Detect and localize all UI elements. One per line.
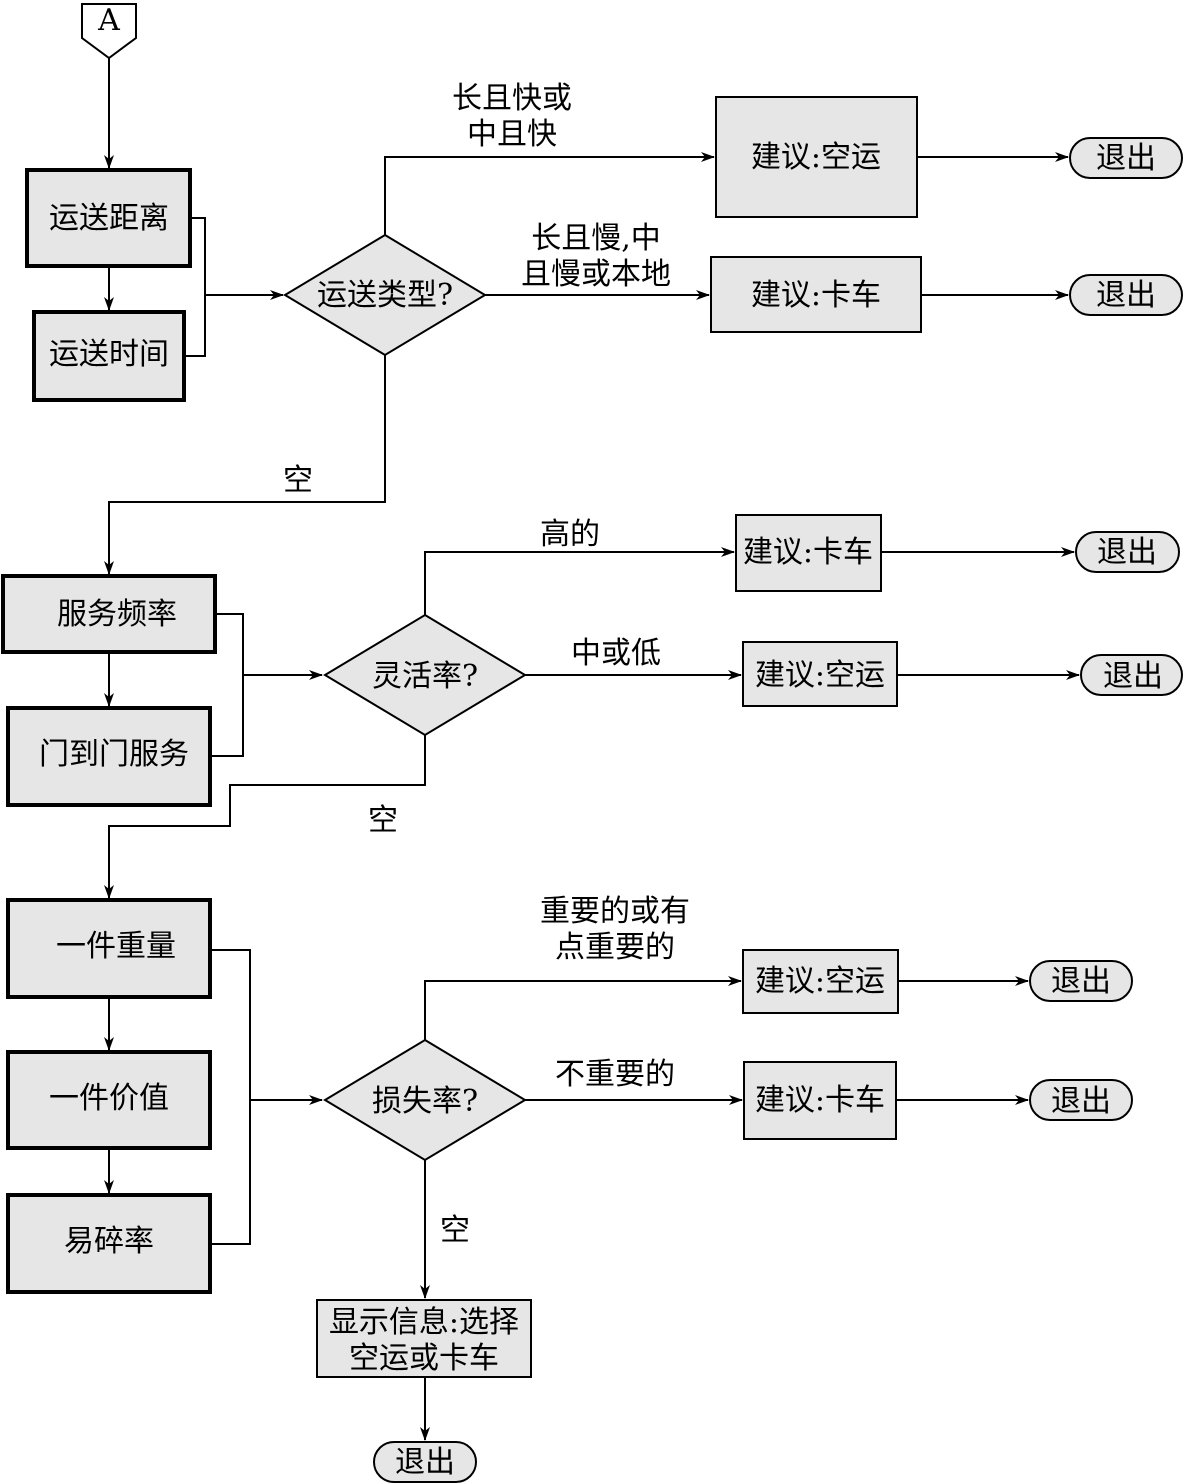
input-shipping-distance-label: 运送距离 (49, 201, 169, 236)
suggest3-airfreight (742, 949, 899, 1014)
final-message-line2: 空运或卡车 (349, 1341, 499, 1376)
branch1-top-label-line1: 长且快或 (452, 81, 572, 116)
input-shipping-distance (25, 168, 192, 268)
suggest3-truck (743, 1061, 897, 1140)
final-message-line1: 显示信息:选择 (329, 1305, 519, 1340)
input-fragility-label: 易碎率 (64, 1224, 154, 1259)
suggest3-airfreight-label: 建议:空运 (755, 964, 885, 999)
exit2-mid-label: 退出 (1103, 659, 1163, 694)
input-service-frequency-label: 服务频率 (57, 597, 177, 632)
suggest2-airfreight-label: 建议:空运 (755, 658, 885, 693)
exit1-mid (1069, 274, 1183, 316)
suggest3-truck-label: 建议:卡车 (755, 1083, 885, 1118)
branch2-top-line (424, 547, 735, 615)
input-piece-weight (6, 898, 212, 999)
branch2-empty-line (104, 735, 426, 899)
branch1-mid-label-line2: 且慢或本地 (521, 257, 671, 292)
branch1-empty-label: 空 (283, 463, 313, 498)
exit3-mid-label: 退出 (1051, 1084, 1111, 1119)
suggest2-truck-label: 建议:卡车 (743, 535, 873, 570)
final-message-box (316, 1299, 532, 1378)
branch3-mid-label: 不重要的 (555, 1057, 675, 1092)
input-shipping-time-label: 运送时间 (49, 337, 169, 372)
input-piece-value (6, 1050, 212, 1150)
exit1-top (1069, 137, 1183, 179)
exit-final (373, 1441, 477, 1483)
input-piece-weight-label: 一件重量 (56, 929, 176, 964)
suggest2-truck (735, 514, 882, 592)
branch1-top-label-line2: 中且快 (467, 117, 557, 152)
connector-a-label: A (97, 3, 120, 38)
input-door-to-door (6, 706, 212, 807)
suggest1-truck-label: 建议:卡车 (751, 278, 881, 313)
bracket-section3 (210, 949, 251, 1245)
exit3-top (1029, 960, 1133, 1002)
exit2-mid (1080, 654, 1183, 696)
input-piece-value-label: 一件价值 (49, 1081, 169, 1116)
exit1-mid-label: 退出 (1096, 278, 1156, 313)
decision-shipping-type-label: 运送类型? (317, 278, 453, 313)
exit1-top-label: 退出 (1096, 141, 1156, 176)
suggest1-airfreight (715, 96, 918, 218)
suggest1-airfreight-label: 建议:空运 (751, 140, 881, 175)
bracket-section1 (184, 217, 206, 357)
input-door-to-door-label: 门到门服务 (39, 737, 189, 772)
branch3-top-line (424, 976, 742, 1040)
connector-a-shape (81, 3, 137, 60)
decision-flexibility-label: 灵活率? (372, 659, 478, 694)
branch3-empty-label: 空 (440, 1213, 470, 1248)
exit2-top (1075, 531, 1180, 573)
exit3-mid (1029, 1079, 1133, 1121)
bracket-section2 (210, 613, 244, 757)
branch2-top-label: 高的 (540, 517, 600, 552)
branch2-empty-label: 空 (368, 803, 398, 838)
input-fragility (6, 1193, 212, 1294)
decision-loss-rate-label: 损失率? (372, 1084, 478, 1119)
exit2-top-label: 退出 (1097, 535, 1157, 570)
exit-final-label: 退出 (395, 1445, 455, 1480)
branch1-top-line (384, 152, 715, 235)
branch3-top-label-line1: 重要的或有 (540, 894, 690, 929)
suggest1-truck (710, 256, 922, 333)
exit3-top-label: 退出 (1051, 964, 1111, 999)
branch2-mid-label: 中或低 (571, 636, 661, 671)
branch1-empty-line (104, 355, 386, 575)
branch3-top-label-line2: 点重要的 (555, 930, 675, 965)
branch1-mid-label-line1: 长且慢,中 (531, 221, 661, 256)
